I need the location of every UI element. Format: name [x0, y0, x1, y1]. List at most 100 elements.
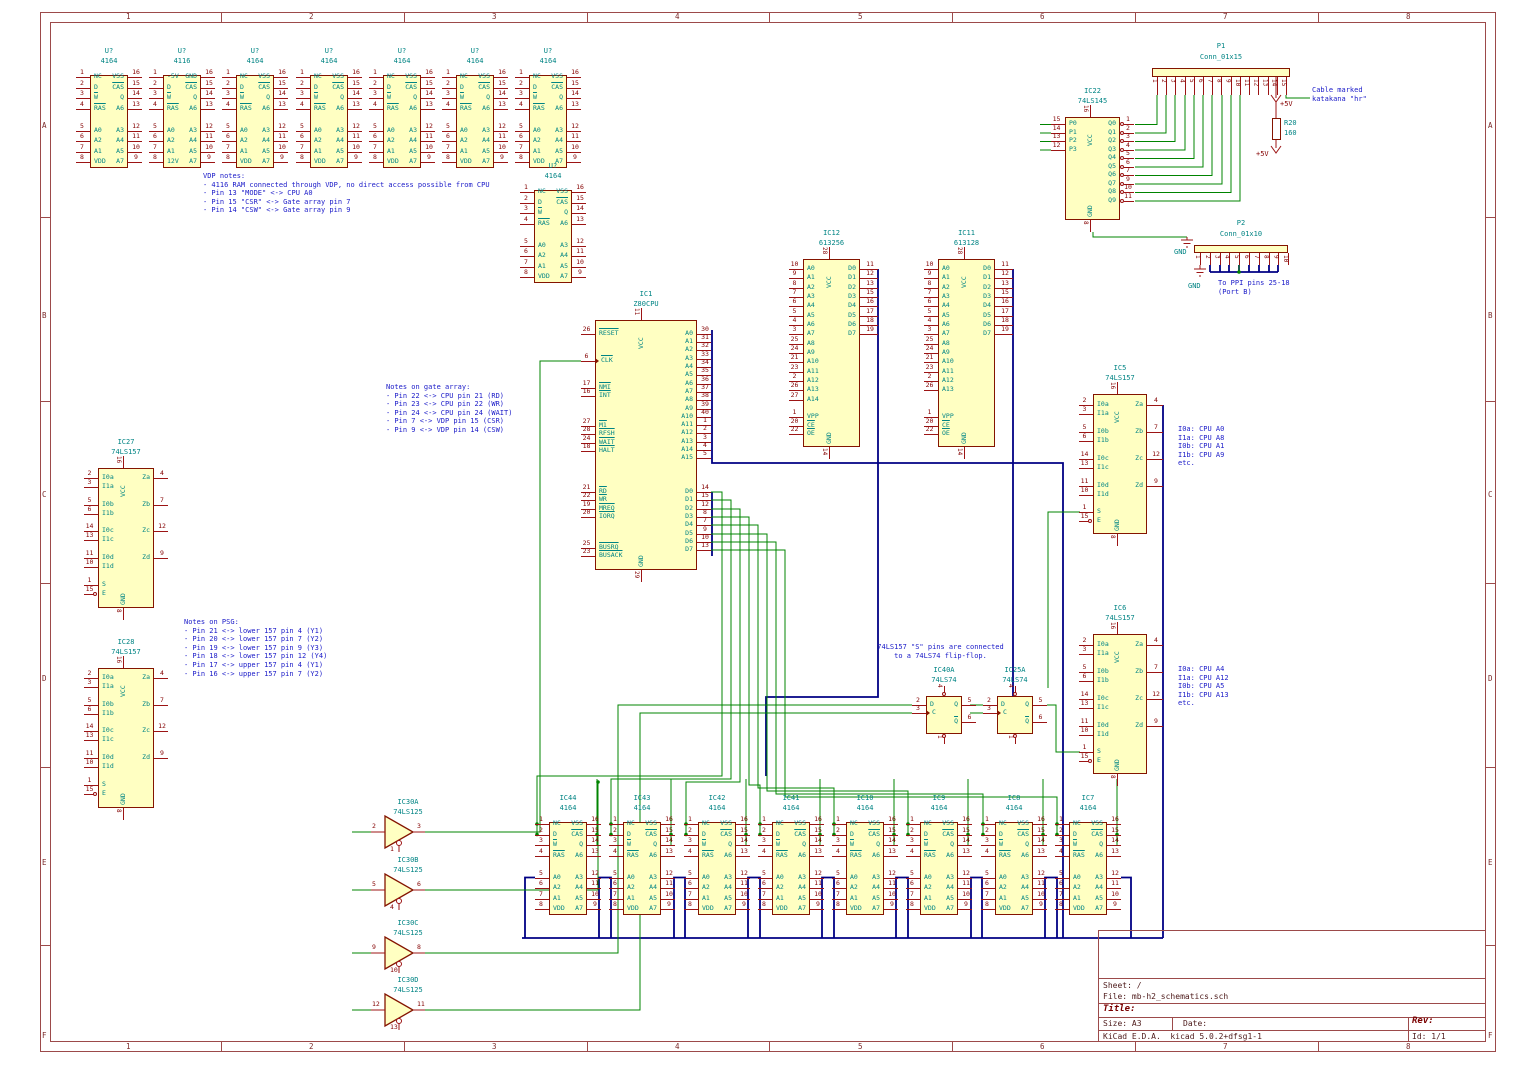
pin-label: A7 [189, 157, 197, 165]
pin-label: A0 [94, 125, 102, 134]
pin-label: A2 [850, 883, 858, 891]
pin-stub [572, 213, 586, 214]
pin-label: A7 [262, 157, 270, 165]
pin-label: D [533, 82, 537, 91]
pin-stub [758, 834, 772, 836]
pin-stub [76, 130, 90, 132]
pin-stub [832, 845, 846, 846]
pin-number: 14 [85, 722, 94, 730]
pin-number: 8 [762, 900, 766, 908]
pin-stub [697, 500, 711, 501]
grid-tick [769, 12, 770, 22]
pin-number: 11 [814, 879, 822, 887]
chip-ref: IC1 [639, 290, 653, 298]
pin-label: NC [314, 72, 322, 80]
pin-label: A3 [336, 125, 344, 134]
pin-stub [1107, 845, 1121, 846]
chip-body [163, 75, 201, 168]
pin-number: 6 [87, 705, 92, 713]
pin-number: 5 [446, 121, 450, 130]
pin-label: Za [1135, 400, 1143, 408]
invert-bubble-icon [1120, 122, 1124, 126]
pin-number: 6 [446, 132, 450, 140]
pin-label: A9 [807, 348, 815, 356]
pin-label: HALT [599, 446, 615, 454]
pin-number: 29 [633, 571, 640, 579]
pin-number: 3 [703, 433, 707, 441]
pin-label: Zd [142, 553, 150, 561]
pin-number: 15 [740, 825, 748, 834]
pin-label: A4 [262, 136, 270, 144]
pin-stub [84, 678, 98, 679]
pin-stub [860, 278, 878, 279]
pin-number: 7 [1206, 79, 1214, 83]
pin-number: 9 [742, 900, 746, 908]
pin-stub [348, 130, 362, 132]
pin-stub [128, 151, 142, 153]
pin-label: NC [387, 72, 395, 80]
pin-stub [581, 500, 595, 501]
pin-number: 6 [1038, 713, 1043, 721]
pin-number: 16 [132, 68, 140, 76]
pin-number: 9 [1224, 79, 1232, 83]
note-line: katakana "hr" [1312, 94, 1367, 103]
pin-stub [128, 98, 142, 99]
pin-stub [736, 877, 750, 879]
chip-value: 74LS74 [1002, 676, 1028, 684]
pin-label: A4 [116, 136, 124, 144]
note-line: (Port B) [1218, 287, 1252, 296]
pin-stub [369, 77, 383, 78]
pin-number: 10 [576, 257, 584, 266]
pin-label: A13 [681, 437, 693, 445]
grid-col-label: 6 [1040, 1042, 1045, 1051]
pin-number: 13 [571, 99, 579, 108]
pin-stub [697, 334, 711, 335]
pin-label: D [702, 829, 706, 838]
pin-label: S [1097, 747, 1101, 755]
pin-label: A1 [1073, 893, 1081, 902]
pin-stub [442, 98, 456, 99]
pin-number: 1 [524, 183, 528, 191]
pin-stub [123, 808, 124, 820]
note-line: - Pin 18 <-> lower 157 pin 12 (Y4) [184, 652, 328, 661]
pin-label: W [1073, 840, 1077, 848]
pin-number: 9 [667, 900, 671, 908]
pin-number: 13 [85, 531, 94, 539]
pin-stub [572, 202, 586, 204]
pin-label: A9 [942, 348, 950, 356]
pin-number: 8 [836, 900, 840, 908]
pin-number: 8 [985, 900, 989, 908]
pin-number: 12 [158, 722, 166, 730]
pin-number: 40 [701, 408, 709, 416]
pin-stub [810, 855, 824, 857]
pin-number: 2 [613, 825, 617, 834]
pin-stub [684, 824, 698, 825]
pin-stub [810, 834, 824, 836]
pin-stub [274, 77, 288, 78]
pin-label: Zc [1135, 694, 1143, 702]
pin-number: 17 [582, 379, 591, 387]
pin-number: 2 [927, 372, 932, 380]
pin-stub [736, 845, 750, 846]
pin-stub [587, 834, 601, 836]
pin-stub [348, 108, 362, 110]
pin-label: A3 [946, 872, 954, 881]
pin-label: I1a [1097, 649, 1109, 657]
pin-stub [1051, 141, 1065, 142]
pin-number: 12 [591, 868, 599, 877]
pin-stub [84, 731, 98, 732]
pin-stub [567, 151, 581, 153]
grid-col-label: 8 [1406, 12, 1411, 21]
pin-number: 9 [1272, 255, 1280, 259]
pin-number: 1 [390, 845, 394, 853]
pin-label: A3 [798, 872, 806, 881]
pin-label: A2 [807, 283, 815, 291]
pin-number: 3 [524, 204, 528, 212]
pin-number: 2 [539, 825, 543, 834]
pin-stub [758, 898, 772, 900]
chip-ref: U? [470, 47, 480, 55]
pin-label: RAS [1073, 850, 1085, 859]
pin-stub [912, 713, 926, 714]
pin-label: A4 [946, 883, 954, 891]
